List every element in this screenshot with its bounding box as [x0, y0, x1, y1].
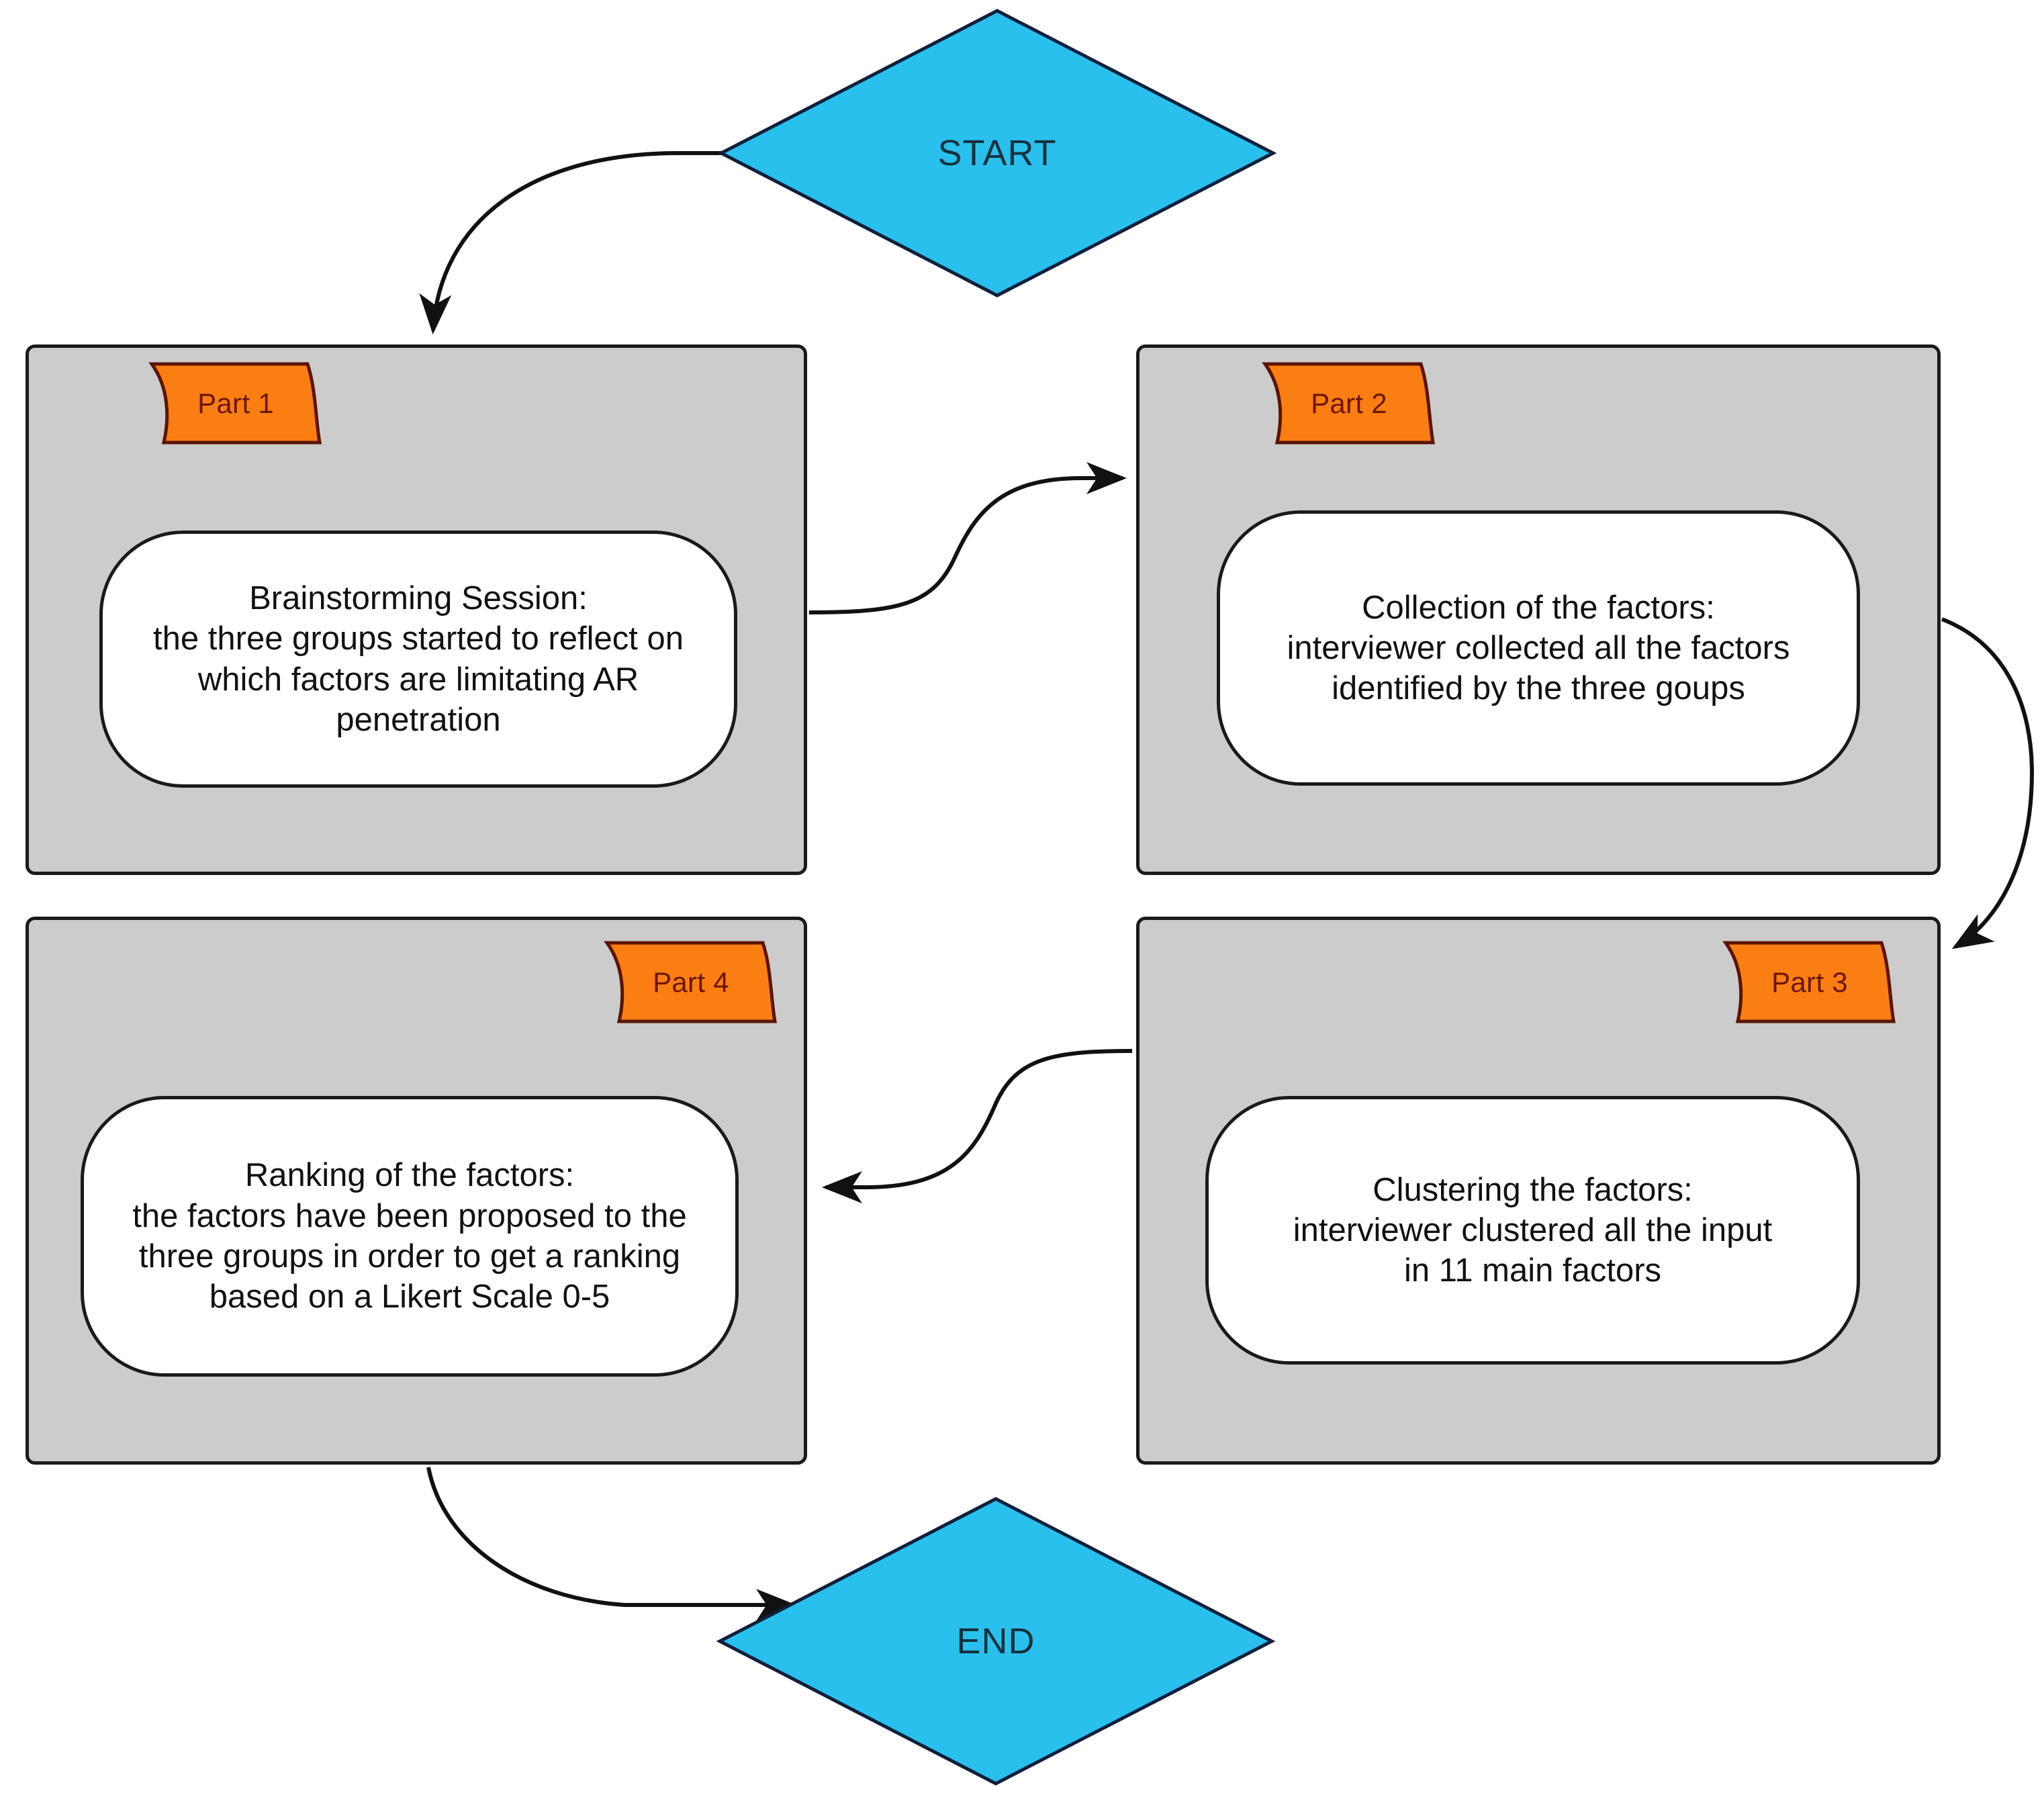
- part-4-tag-label: Part 4: [653, 966, 729, 998]
- part-1-process-text: Brainstorming Session: the three groups …: [153, 578, 684, 740]
- diamond-shape: [717, 9, 1277, 297]
- process-line: which factors are limitating AR: [197, 661, 639, 698]
- part-1-tag: Part 1: [148, 361, 322, 445]
- diamond-shape: [716, 1497, 1276, 1786]
- part-4-process-text: Ranking of the factors: the factors have…: [132, 1155, 686, 1317]
- edge-start-to-part1: [419, 151, 724, 334]
- part-4-process[interactable]: Ranking of the factors: the factors have…: [81, 1096, 739, 1377]
- part-1-process[interactable]: Brainstorming Session: the three groups …: [99, 531, 737, 788]
- ribbon-shape: [1262, 362, 1435, 445]
- process-line: penetration: [336, 701, 501, 738]
- start-label: START: [937, 133, 1057, 173]
- start-terminator[interactable]: START: [717, 8, 1277, 298]
- edge-part2-to-part3: [1941, 617, 2035, 950]
- process-line: Brainstorming Session:: [249, 580, 588, 616]
- part-2-process-text: Collection of the factors: interviewer c…: [1287, 588, 1790, 709]
- process-line: interviewer collected all the factors: [1287, 629, 1790, 666]
- part-3-tag-label: Part 3: [1771, 966, 1848, 998]
- process-line: identified by the three goups: [1332, 670, 1745, 707]
- process-line: the factors have been proposed to the: [132, 1197, 687, 1234]
- ribbon-shape: [604, 941, 777, 1023]
- process-line: three groups in order to get a ranking: [138, 1238, 681, 1275]
- part-2-tag: Part 2: [1262, 361, 1436, 445]
- part-3-process-text: Clustering the factors: interviewer clus…: [1293, 1170, 1773, 1291]
- ribbon-shape: [1722, 941, 1896, 1023]
- process-line: Ranking of the factors:: [244, 1157, 575, 1194]
- process-line: Collection of the factors:: [1362, 589, 1715, 626]
- process-line: Clustering the factors:: [1373, 1171, 1693, 1208]
- end-label: END: [956, 1621, 1035, 1661]
- part-4-tag: Part 4: [604, 940, 778, 1024]
- edge-part3-to-part4: [822, 1049, 1133, 1203]
- process-line: the three groups started to reflect on: [153, 620, 684, 657]
- ribbon-shape: [148, 362, 322, 445]
- process-line: in 11 main factors: [1403, 1252, 1662, 1289]
- process-line: based on a Likert Scale 0-5: [209, 1279, 610, 1316]
- part-3-process[interactable]: Clustering the factors: interviewer clus…: [1205, 1096, 1860, 1365]
- part-1-tag-label: Part 1: [197, 387, 274, 419]
- process-line: interviewer clustered all the input: [1293, 1211, 1773, 1248]
- part-2-process[interactable]: Collection of the factors: interviewer c…: [1217, 510, 1860, 786]
- part-2-tag-label: Part 2: [1311, 387, 1387, 419]
- part-3-tag: Part 3: [1722, 940, 1896, 1024]
- end-terminator[interactable]: END: [716, 1496, 1276, 1786]
- edge-part1-to-part2: [808, 462, 1127, 614]
